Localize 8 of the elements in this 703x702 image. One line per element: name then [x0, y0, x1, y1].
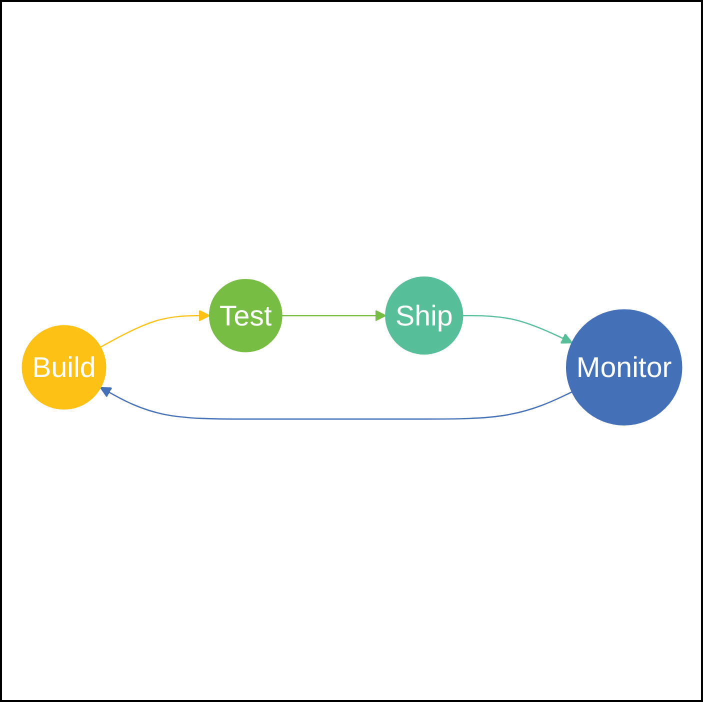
arrow — [100, 310, 210, 348]
node-circle: Test — [208, 278, 282, 352]
node-circle: Ship — [384, 276, 463, 355]
arrow — [99, 386, 572, 420]
arrow — [462, 314, 572, 344]
arrow — [281, 310, 386, 322]
node-circle: Monitor — [566, 309, 682, 426]
node-circle: Build — [21, 325, 106, 410]
